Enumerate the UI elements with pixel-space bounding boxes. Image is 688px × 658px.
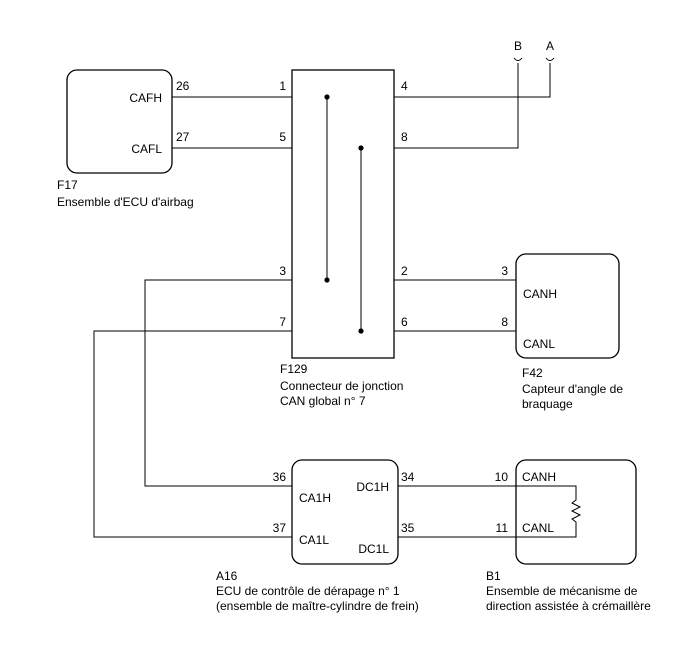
f129-name-line1: Connecteur de jonction: [280, 379, 403, 393]
junction-dot: [358, 328, 364, 334]
connector-end-icon: [545, 57, 555, 61]
a16-pin-35: 35: [401, 521, 415, 535]
f42-canh-label: CANH: [523, 287, 557, 301]
f17-cafh-label: CAFH: [129, 91, 162, 105]
terminal-b-label: B: [514, 39, 522, 53]
f42-pin-3: 3: [501, 264, 508, 278]
connector-end-icon: [513, 57, 523, 61]
wire-f129-3-to-a16-36: [144, 279, 292, 487]
f129-pin-6: 6: [401, 315, 408, 329]
f17-code: F17: [57, 178, 78, 192]
b1-canh-label: CANH: [522, 470, 556, 484]
a16-ca1h-label: CA1H: [299, 491, 331, 505]
f42-pin-8: 8: [501, 315, 508, 329]
f129-name-line2: CAN global n° 7: [280, 394, 366, 408]
a16-name-line1: ECU de contrôle de dérapage n° 1: [216, 584, 400, 598]
f17-pin-27: 27: [176, 130, 190, 144]
junction-dot: [324, 277, 330, 283]
b1-name-line2: direction assistée à crémaillère: [486, 599, 651, 613]
b1-canl-label: CANL: [522, 521, 554, 535]
b1-name-line1: Ensemble de mécanisme de: [486, 584, 638, 598]
steering-gear-box: [515, 459, 637, 565]
a16-dc1l-label: DC1L: [358, 542, 389, 556]
a16-pin-37: 37: [273, 521, 287, 535]
junction-connector-box: [291, 69, 395, 359]
terminating-resistor-icon: [516, 485, 582, 538]
wire-f129-7-to-a16-37: [93, 330, 292, 538]
f129-pin-7: 7: [279, 315, 286, 329]
f42-code: F42: [522, 366, 543, 380]
b1-pin-10: 10: [495, 470, 509, 484]
wire-f129-8-to-b: [394, 63, 519, 149]
f129-pin-3: 3: [279, 264, 286, 278]
f17-name: Ensemble d'ECU d'airbag: [57, 195, 194, 209]
f129-pin-5: 5: [279, 130, 286, 144]
wire-f129-4-to-a: [394, 63, 551, 98]
ecu-airbag-box: [66, 69, 173, 174]
b1-code: B1: [486, 569, 501, 583]
junction-dot: [324, 94, 330, 100]
skid-control-ecu-box: [291, 459, 399, 565]
a16-ca1l-label: CA1L: [299, 533, 329, 547]
steering-sensor-box: [515, 253, 620, 359]
f129-pin-1: 1: [279, 79, 286, 93]
f42-name-line2: braquage: [522, 397, 573, 411]
f129-pin-2: 2: [401, 264, 408, 278]
terminal-a-label: A: [546, 39, 554, 53]
f129-code: F129: [280, 362, 308, 376]
a16-pin-36: 36: [273, 470, 287, 484]
junction-dot: [358, 145, 364, 151]
f129-pin-8: 8: [401, 130, 408, 144]
f17-pin-26: 26: [176, 79, 190, 93]
f42-name-line1: Capteur d'angle de: [522, 382, 623, 396]
b1-pin-11: 11: [496, 521, 509, 535]
a16-name-line2: (ensemble de maître-cylindre de frein): [216, 599, 419, 613]
a16-pin-34: 34: [401, 470, 415, 484]
a16-code: A16: [216, 569, 238, 583]
f42-canl-label: CANL: [523, 337, 555, 351]
a16-dc1h-label: DC1H: [356, 480, 389, 494]
f129-pin-4: 4: [401, 79, 408, 93]
f17-cafl-label: CAFL: [131, 142, 162, 156]
